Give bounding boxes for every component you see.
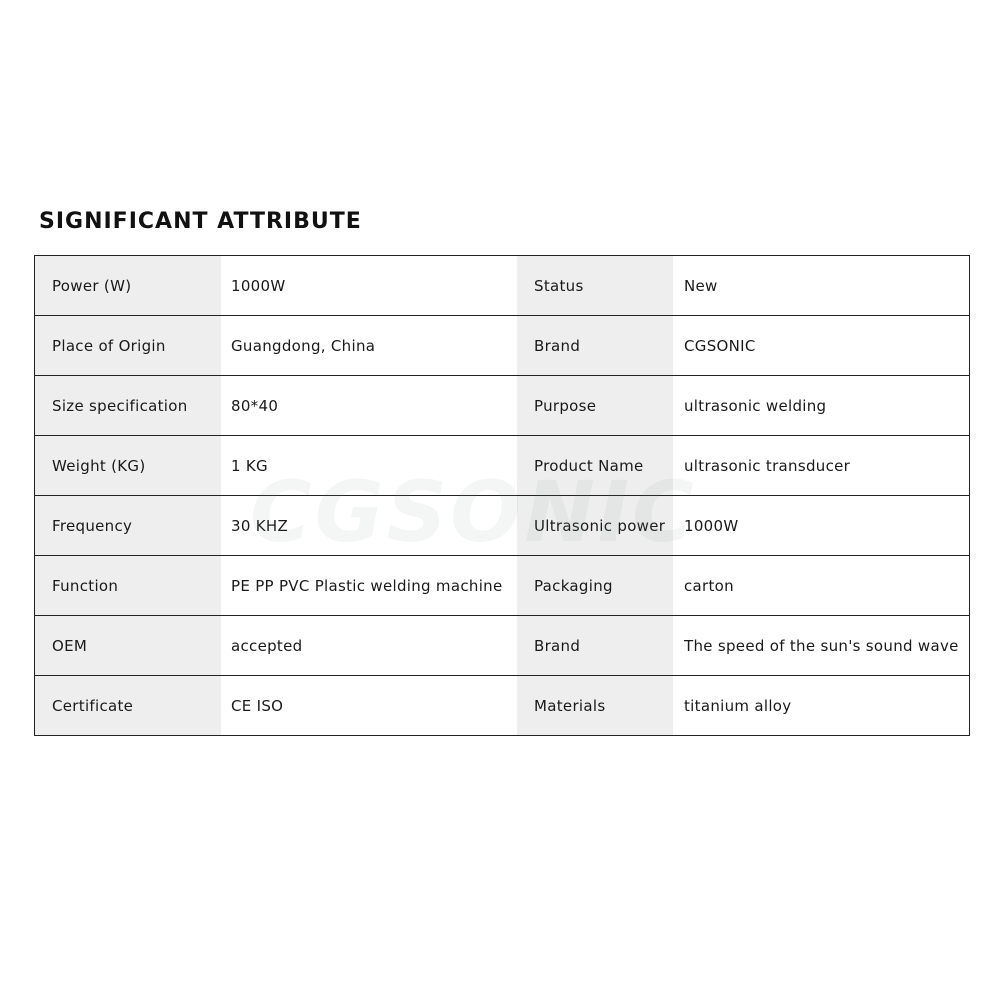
table-row: Function PE PP PVC Plastic welding machi… bbox=[35, 555, 969, 615]
attribute-label: Brand bbox=[517, 316, 673, 375]
attribute-label: Place of Origin bbox=[35, 316, 221, 375]
table-row: Place of Origin Guangdong, China Brand C… bbox=[35, 315, 969, 375]
attribute-value: CE ISO bbox=[221, 676, 517, 735]
table-row: Certificate CE ISO Materials titanium al… bbox=[35, 675, 969, 735]
attribute-label: Weight (KG) bbox=[35, 436, 221, 495]
attribute-value: Guangdong, China bbox=[221, 316, 517, 375]
attribute-label: Status bbox=[517, 256, 673, 315]
table-row: Weight (KG) 1 KG Product Name ultrasonic… bbox=[35, 435, 969, 495]
attribute-value: carton bbox=[673, 556, 969, 615]
attribute-value: ultrasonic transducer bbox=[673, 436, 969, 495]
attribute-value: ultrasonic welding bbox=[673, 376, 969, 435]
table-row: OEM accepted Brand The speed of the sun'… bbox=[35, 615, 969, 675]
attribute-table: Power (W) 1000W Status New Place of Orig… bbox=[34, 255, 970, 736]
attribute-label: Size specification bbox=[35, 376, 221, 435]
attribute-label: Packaging bbox=[517, 556, 673, 615]
attribute-label: Power (W) bbox=[35, 256, 221, 315]
attribute-value: 1 KG bbox=[221, 436, 517, 495]
table-row: Size specification 80*40 Purpose ultraso… bbox=[35, 375, 969, 435]
attribute-label: Certificate bbox=[35, 676, 221, 735]
attribute-label: Function bbox=[35, 556, 221, 615]
attribute-value: titanium alloy bbox=[673, 676, 969, 735]
attribute-value: New bbox=[673, 256, 969, 315]
attribute-label: Materials bbox=[517, 676, 673, 735]
table-row: Power (W) 1000W Status New bbox=[35, 256, 969, 315]
page-title: SIGNIFICANT ATTRIBUTE bbox=[39, 209, 362, 234]
attribute-value: 30 KHZ bbox=[221, 496, 517, 555]
attribute-label: Frequency bbox=[35, 496, 221, 555]
attribute-label: Purpose bbox=[517, 376, 673, 435]
attribute-label: Brand bbox=[517, 616, 673, 675]
attribute-label: Product Name bbox=[517, 436, 673, 495]
table-row: Frequency 30 KHZ Ultrasonic power 1000W bbox=[35, 495, 969, 555]
attribute-value: The speed of the sun's sound wave bbox=[673, 616, 969, 675]
attribute-value: accepted bbox=[221, 616, 517, 675]
attribute-label: Ultrasonic power bbox=[517, 496, 673, 555]
attribute-value: CGSONIC bbox=[673, 316, 969, 375]
attribute-value: 80*40 bbox=[221, 376, 517, 435]
attribute-label: OEM bbox=[35, 616, 221, 675]
attribute-value: PE PP PVC Plastic welding machine bbox=[221, 556, 517, 615]
attribute-value: 1000W bbox=[221, 256, 517, 315]
attribute-value: 1000W bbox=[673, 496, 969, 555]
